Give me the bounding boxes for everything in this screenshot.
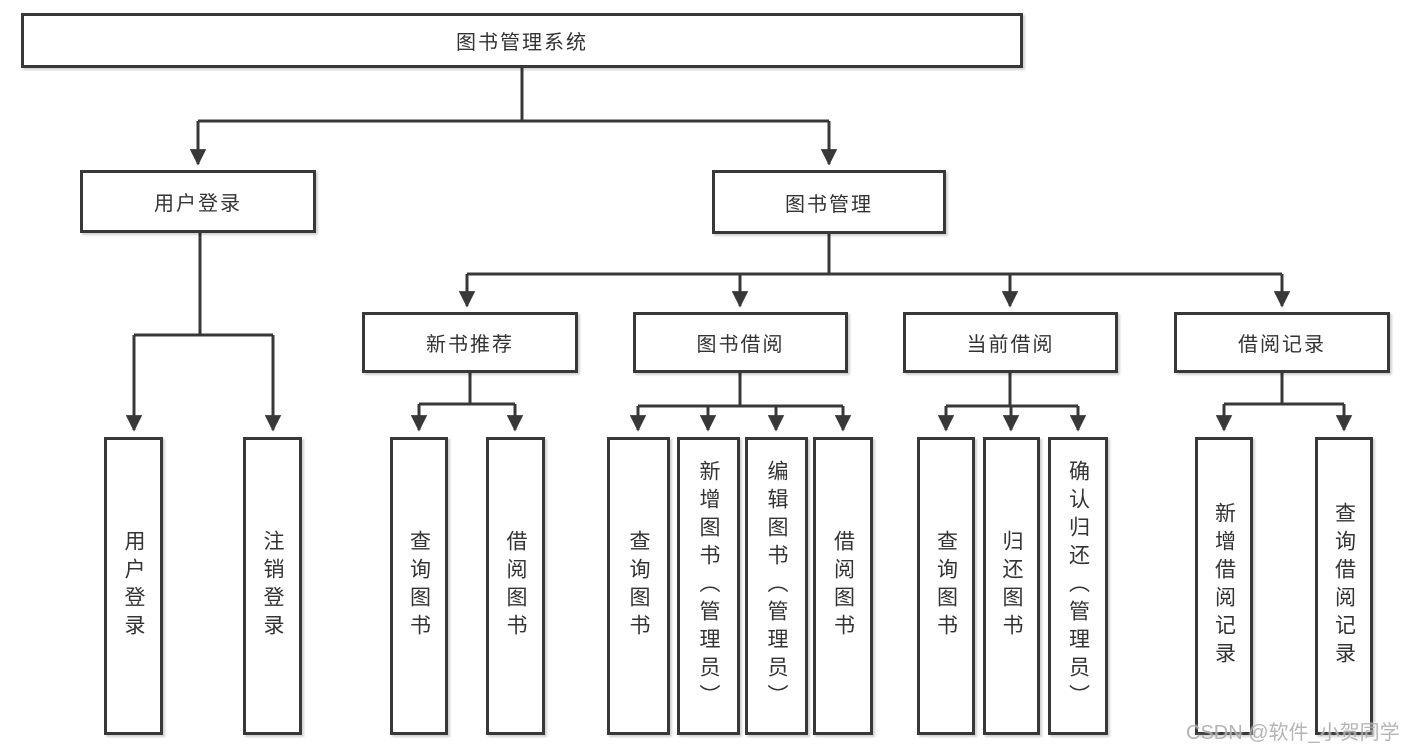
node-user-login-label: 用户登录 [154,193,242,215]
leaf-borrow-book: 借阅图书 [813,437,873,735]
node-user-login: 用户登录 [80,170,316,233]
leaf-return-book-label: 归还图书 [1000,530,1023,642]
leaf-confirm-return-admin-label: 确认归还（管理员） [1066,460,1090,712]
leaf-borrow-books-label: 借阅图书 [504,530,527,642]
node-borrowing-records-label: 借阅记录 [1238,334,1326,356]
leaf-query-books-borrowing: 查询图书 [607,437,670,735]
node-root-label: 图书管理系统 [456,32,588,54]
node-new-book-recommend: 新书推荐 [362,312,578,373]
node-current-borrowing: 当前借阅 [903,312,1118,373]
node-book-borrowing: 图书借阅 [633,312,848,373]
leaf-borrow-books: 借阅图书 [486,437,545,735]
leaf-query-borrow-record: 查询借阅记录 [1315,437,1373,735]
leaf-logout: 注销登录 [243,437,302,735]
leaf-add-book-admin: 新增图书（管理员） [677,437,740,735]
node-book-borrowing-label: 图书借阅 [696,334,785,356]
leaf-add-book-admin-label: 新增图书（管理员） [697,460,720,712]
leaf-query-books: 查询图书 [390,437,448,735]
leaf-edit-book-admin: 编辑图书（管理员） [745,437,808,735]
node-current-borrowing-label: 当前借阅 [966,334,1055,356]
node-book-management: 图书管理 [712,170,946,234]
leaf-logout-label: 注销登录 [261,530,284,642]
leaf-return-book: 归还图书 [983,437,1040,735]
leaf-query-books-current: 查询图书 [917,437,975,735]
leaf-borrow-book-label: 借阅图书 [831,530,855,642]
csdn-watermark: CSDN @软件_小贺同学 [1186,722,1400,744]
node-borrowing-records: 借阅记录 [1174,312,1390,373]
leaf-add-borrow-record: 新增借阅记录 [1195,437,1253,735]
leaf-query-books-borrowing-label: 查询图书 [627,530,650,642]
node-new-book-recommend-label: 新书推荐 [426,334,514,356]
leaf-edit-book-admin-label: 编辑图书（管理员） [765,460,788,712]
leaf-query-books-label: 查询图书 [407,530,431,642]
leaf-add-borrow-record-label: 新增借阅记录 [1212,502,1236,670]
node-book-management-label: 图书管理 [785,193,873,216]
leaf-user-login-label: 用户登录 [122,530,145,642]
leaf-query-borrow-record-label: 查询借阅记录 [1332,502,1356,670]
leaf-confirm-return-admin: 确认归还（管理员） [1048,437,1108,735]
leaf-query-books-current-label: 查询图书 [934,530,958,642]
leaf-user-login: 用户登录 [104,437,163,735]
node-root: 图书管理系统 [21,13,1023,68]
